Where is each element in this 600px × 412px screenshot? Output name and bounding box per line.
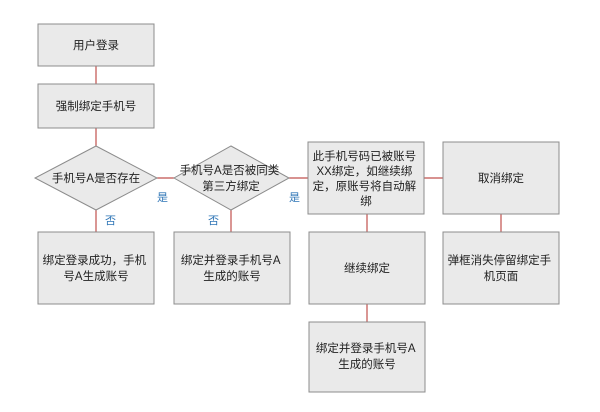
popup-stay-line2: 机页面 bbox=[484, 269, 519, 283]
popup-stay-line1: 弹框消失停留绑定手 bbox=[448, 253, 552, 267]
node-bind-phone: 强制绑定手机号 bbox=[37, 83, 155, 129]
bind-login-new2-line2: 生成的账号 bbox=[338, 357, 396, 371]
node-popup-stay-page: 弹框消失停留绑定手 机页面 bbox=[442, 231, 560, 305]
already-bound-line2: XX绑定，如继续绑 bbox=[316, 164, 412, 178]
decision-phone-exists-text: 手机号A是否存在 bbox=[52, 171, 140, 185]
node-bind-login-new-account-2: 绑定并登录手机号A 生成的账号 bbox=[308, 321, 426, 393]
bind-login-success-line2: 号A生成账号 bbox=[63, 269, 128, 283]
bind-login-success-line1: 绑定登录成功，手机 bbox=[43, 253, 147, 267]
already-bound-line4: 绑 bbox=[360, 195, 372, 208]
node-cancel-bind-text: 取消绑定 bbox=[478, 171, 524, 185]
node-bind-phone-text: 强制绑定手机号 bbox=[56, 99, 137, 113]
node-user-login-text: 用户登录 bbox=[73, 38, 119, 52]
bind-login-new1-line2: 生成的账号 bbox=[203, 269, 261, 283]
decision-phone-bound-third-line2: 第三方绑定 bbox=[202, 179, 260, 193]
edge-label-no-2: 否 bbox=[208, 215, 219, 227]
node-already-bound-notice-text: 此手机号码已被账号 XX绑定，如继续绑 定，原账号将自动解 绑 bbox=[313, 149, 420, 208]
node-bind-login-new-account-1-text: 绑定并登录手机号A 生成的账号 bbox=[181, 253, 283, 283]
already-bound-line3: 定，原账号将自动解 bbox=[313, 179, 417, 193]
edge-label-no-1: 否 bbox=[105, 215, 116, 227]
edges bbox=[95, 66, 502, 322]
decision-phone-bound-third-line1: 手机号A是否被同类 bbox=[180, 163, 280, 177]
decision-phone-bound-third-text: 手机号A是否被同类 第三方绑定 bbox=[180, 163, 283, 193]
node-user-login: 用户登录 bbox=[37, 23, 155, 67]
node-continue-bind-text: 继续绑定 bbox=[344, 261, 390, 275]
edge-label-yes-2: 是 bbox=[289, 191, 300, 204]
node-cancel-bind: 取消绑定 bbox=[442, 141, 560, 215]
already-bound-line1: 此手机号码已被账号 bbox=[313, 149, 417, 163]
node-popup-stay-page-text: 弹框消失停留绑定手 机页面 bbox=[448, 253, 555, 283]
node-bind-login-success: 绑定登录成功，手机 号A生成账号 bbox=[37, 231, 155, 305]
node-bind-login-success-text: 绑定登录成功，手机 号A生成账号 bbox=[43, 253, 150, 283]
decision-phone-exists: 手机号A是否存在 bbox=[33, 145, 159, 211]
bind-login-new1-line1: 绑定并登录手机号A bbox=[181, 253, 281, 267]
node-already-bound-notice: 此手机号码已被账号 XX绑定，如继续绑 定，原账号将自动解 绑 bbox=[307, 141, 425, 215]
bind-login-new2-line1: 绑定并登录手机号A bbox=[316, 341, 416, 355]
edge-label-yes-1: 是 bbox=[157, 191, 168, 204]
decision-phone-bound-third: 手机号A是否被同类 第三方绑定 bbox=[172, 145, 291, 211]
node-bind-login-new-account-2-text: 绑定并登录手机号A 生成的账号 bbox=[316, 341, 418, 371]
node-continue-bind: 继续绑定 bbox=[308, 231, 426, 305]
node-bind-login-new-account-1: 绑定并登录手机号A 生成的账号 bbox=[173, 231, 291, 305]
